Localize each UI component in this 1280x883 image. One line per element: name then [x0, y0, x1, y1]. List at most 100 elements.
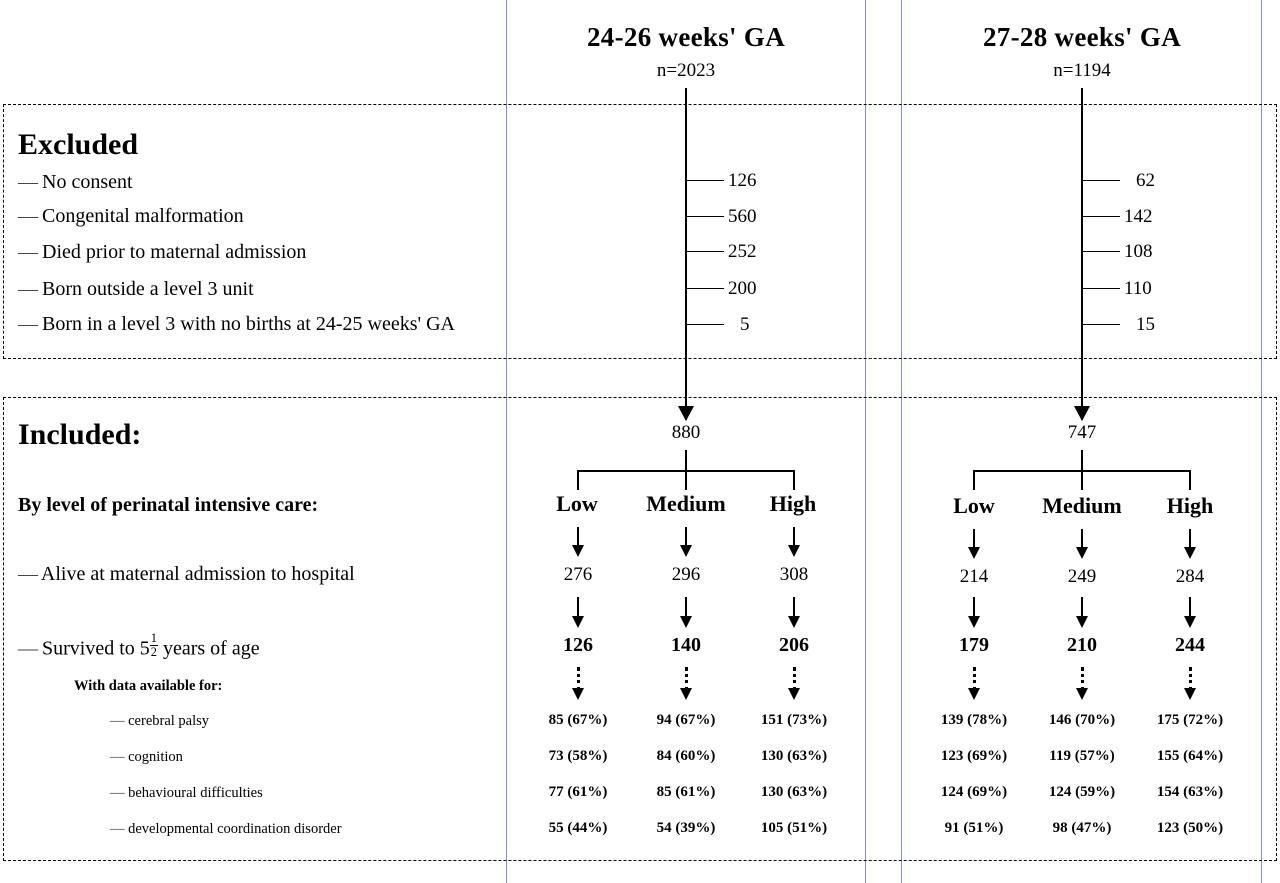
group-title-1: 27-28 weeks' GA — [983, 22, 1181, 52]
alive-label-text: Alive at maternal admission to hospital — [40, 563, 355, 585]
main-arrowhead-1 — [1074, 406, 1090, 421]
alive-count-0-2: 308 — [779, 564, 809, 585]
alive-arrowhead-1-0 — [968, 547, 980, 559]
split-drop-0-low — [577, 470, 579, 490]
exclusion-count-1-4: 15 — [1136, 314, 1155, 335]
em-dash-icon: — — [18, 241, 38, 263]
excluded-reason-2: — Died prior to maternal admission — [18, 241, 306, 264]
em-dash-icon: — — [18, 637, 38, 660]
excluded-reason-0: — No consent — [18, 171, 133, 194]
fraction-denominator: 2 — [150, 644, 157, 659]
alive-arrow-line-0-1 — [685, 527, 687, 547]
excluded-reason-label-4: Born in a level 3 with no births at 24-2… — [42, 313, 455, 335]
outcome-label-1: — cognition — [110, 749, 183, 766]
survived-suffix: years of age — [162, 637, 260, 660]
outcome-value-1-0-2: 175 (72%) — [1156, 712, 1224, 728]
survived-count-1-2: 244 — [1175, 634, 1205, 656]
excluded-reason-3: — Born outside a level 3 unit — [18, 278, 254, 301]
exclusion-tick-0-0 — [685, 180, 724, 181]
en-dash-icon: — — [110, 749, 125, 765]
level-label-1-0: Low — [953, 493, 995, 518]
alive-count-1-2: 284 — [1175, 566, 1205, 587]
excluded-reason-1: — Congenital malformation — [18, 205, 244, 228]
excluded-reason-label-0: No consent — [42, 171, 133, 193]
group-n-0: n=2023 — [656, 60, 716, 81]
split-stem-0 — [685, 450, 687, 472]
survived-arrowhead-1-2 — [1184, 616, 1196, 628]
outcome-value-1-0-1: 146 (70%) — [1048, 712, 1116, 728]
excluded-reason-label-3: Born outside a level 3 unit — [42, 278, 254, 300]
en-dash-icon: — — [110, 821, 125, 837]
outcome-label-2: — behavioural difficulties — [110, 785, 263, 802]
exclusion-tick-0-2 — [685, 251, 724, 252]
group-n-1: n=1194 — [1053, 60, 1111, 81]
exclusion-tick-1-0 — [1081, 180, 1120, 181]
level-label-0-1: Medium — [646, 491, 726, 516]
exclusion-count-1-1: 142 — [1124, 206, 1153, 227]
alive-count-1-0: 214 — [959, 566, 989, 587]
alive-count-0-1: 296 — [671, 564, 701, 585]
alive-arrowhead-0-1 — [680, 545, 692, 557]
outcome-value-0-1-2: 130 (63%) — [760, 748, 828, 764]
alive-row-label: — Alive at maternal admission to hospita… — [18, 563, 355, 586]
survived-count-0-0: 126 — [563, 634, 593, 656]
survived-arrowhead-1-1 — [1076, 616, 1088, 628]
exclusion-count-0-2: 252 — [728, 241, 757, 262]
survived-arrow-line-1-2 — [1189, 597, 1191, 619]
outcome-dotted-line-1-1 — [1081, 667, 1084, 691]
outcome-value-1-1-1: 119 (57%) — [1049, 748, 1115, 764]
outcome-label-text-2: behavioural difficulties — [128, 785, 263, 801]
survived-arrowhead-1-0 — [968, 616, 980, 628]
outcome-arrowhead-1-1 — [1076, 688, 1088, 700]
outcome-value-1-2-0: 124 (69%) — [940, 784, 1008, 800]
outcome-value-1-1-2: 155 (64%) — [1156, 748, 1224, 764]
en-dash-icon: — — [110, 713, 125, 729]
outcome-value-0-2-2: 130 (63%) — [760, 784, 828, 800]
group-box-24-26 — [506, 0, 866, 883]
level-label-0-0: Low — [556, 491, 598, 516]
outcome-value-1-1-0: 123 (69%) — [940, 748, 1008, 764]
exclusion-tick-1-1 — [1081, 216, 1120, 217]
alive-arrow-line-1-2 — [1189, 529, 1191, 549]
included-total-1: 747 — [1067, 422, 1097, 443]
survived-arrowhead-0-1 — [680, 616, 692, 628]
split-drop-0-medium — [685, 470, 687, 490]
outcome-value-0-1-1: 84 (60%) — [656, 748, 716, 764]
alive-arrow-line-0-2 — [793, 527, 795, 547]
survived-arrow-line-1-1 — [1081, 597, 1083, 619]
em-dash-icon: — — [18, 171, 38, 193]
alive-count-0-0: 276 — [563, 564, 593, 585]
outcome-value-0-0-2: 151 (73%) — [760, 712, 828, 728]
outcome-arrowhead-0-2 — [788, 688, 800, 700]
exclusion-count-1-3: 110 — [1124, 278, 1152, 299]
level-label-0-2: High — [769, 491, 817, 516]
main-arrowhead-0 — [678, 406, 694, 421]
exclusion-count-0-1: 560 — [728, 206, 757, 227]
exclusion-count-0-3: 200 — [728, 278, 757, 299]
included-total-0: 880 — [671, 422, 701, 443]
outcome-value-1-3-2: 123 (50%) — [1156, 820, 1224, 836]
survived-arrow-line-0-0 — [577, 597, 579, 619]
survived-arrowhead-0-0 — [572, 616, 584, 628]
survived-count-1-1: 210 — [1067, 634, 1097, 656]
em-dash-icon: — — [18, 313, 38, 335]
em-dash-icon: — — [18, 205, 38, 227]
alive-arrowhead-1-2 — [1184, 547, 1196, 559]
outcome-value-0-0-0: 85 (67%) — [548, 712, 608, 728]
outcome-dotted-line-0-2 — [793, 667, 796, 691]
survived-arrowhead-0-2 — [788, 616, 800, 628]
split-drop-0-high — [793, 470, 795, 490]
alive-arrowhead-0-0 — [572, 545, 584, 557]
outcome-dotted-line-0-1 — [685, 667, 688, 691]
level-label-1-2: High — [1166, 493, 1214, 518]
outcome-value-0-2-1: 85 (61%) — [656, 784, 716, 800]
survived-count-1-0: 179 — [959, 634, 989, 656]
em-dash-icon: — — [18, 278, 38, 300]
split-drop-1-high — [1189, 470, 1191, 490]
group-box-27-28 — [901, 0, 1262, 883]
split-drop-1-low — [973, 470, 975, 490]
group-title-0: 24-26 weeks' GA — [587, 22, 785, 52]
outcome-label-text-0: cerebral palsy — [128, 713, 210, 729]
outcome-value-0-3-2: 105 (51%) — [760, 820, 828, 836]
